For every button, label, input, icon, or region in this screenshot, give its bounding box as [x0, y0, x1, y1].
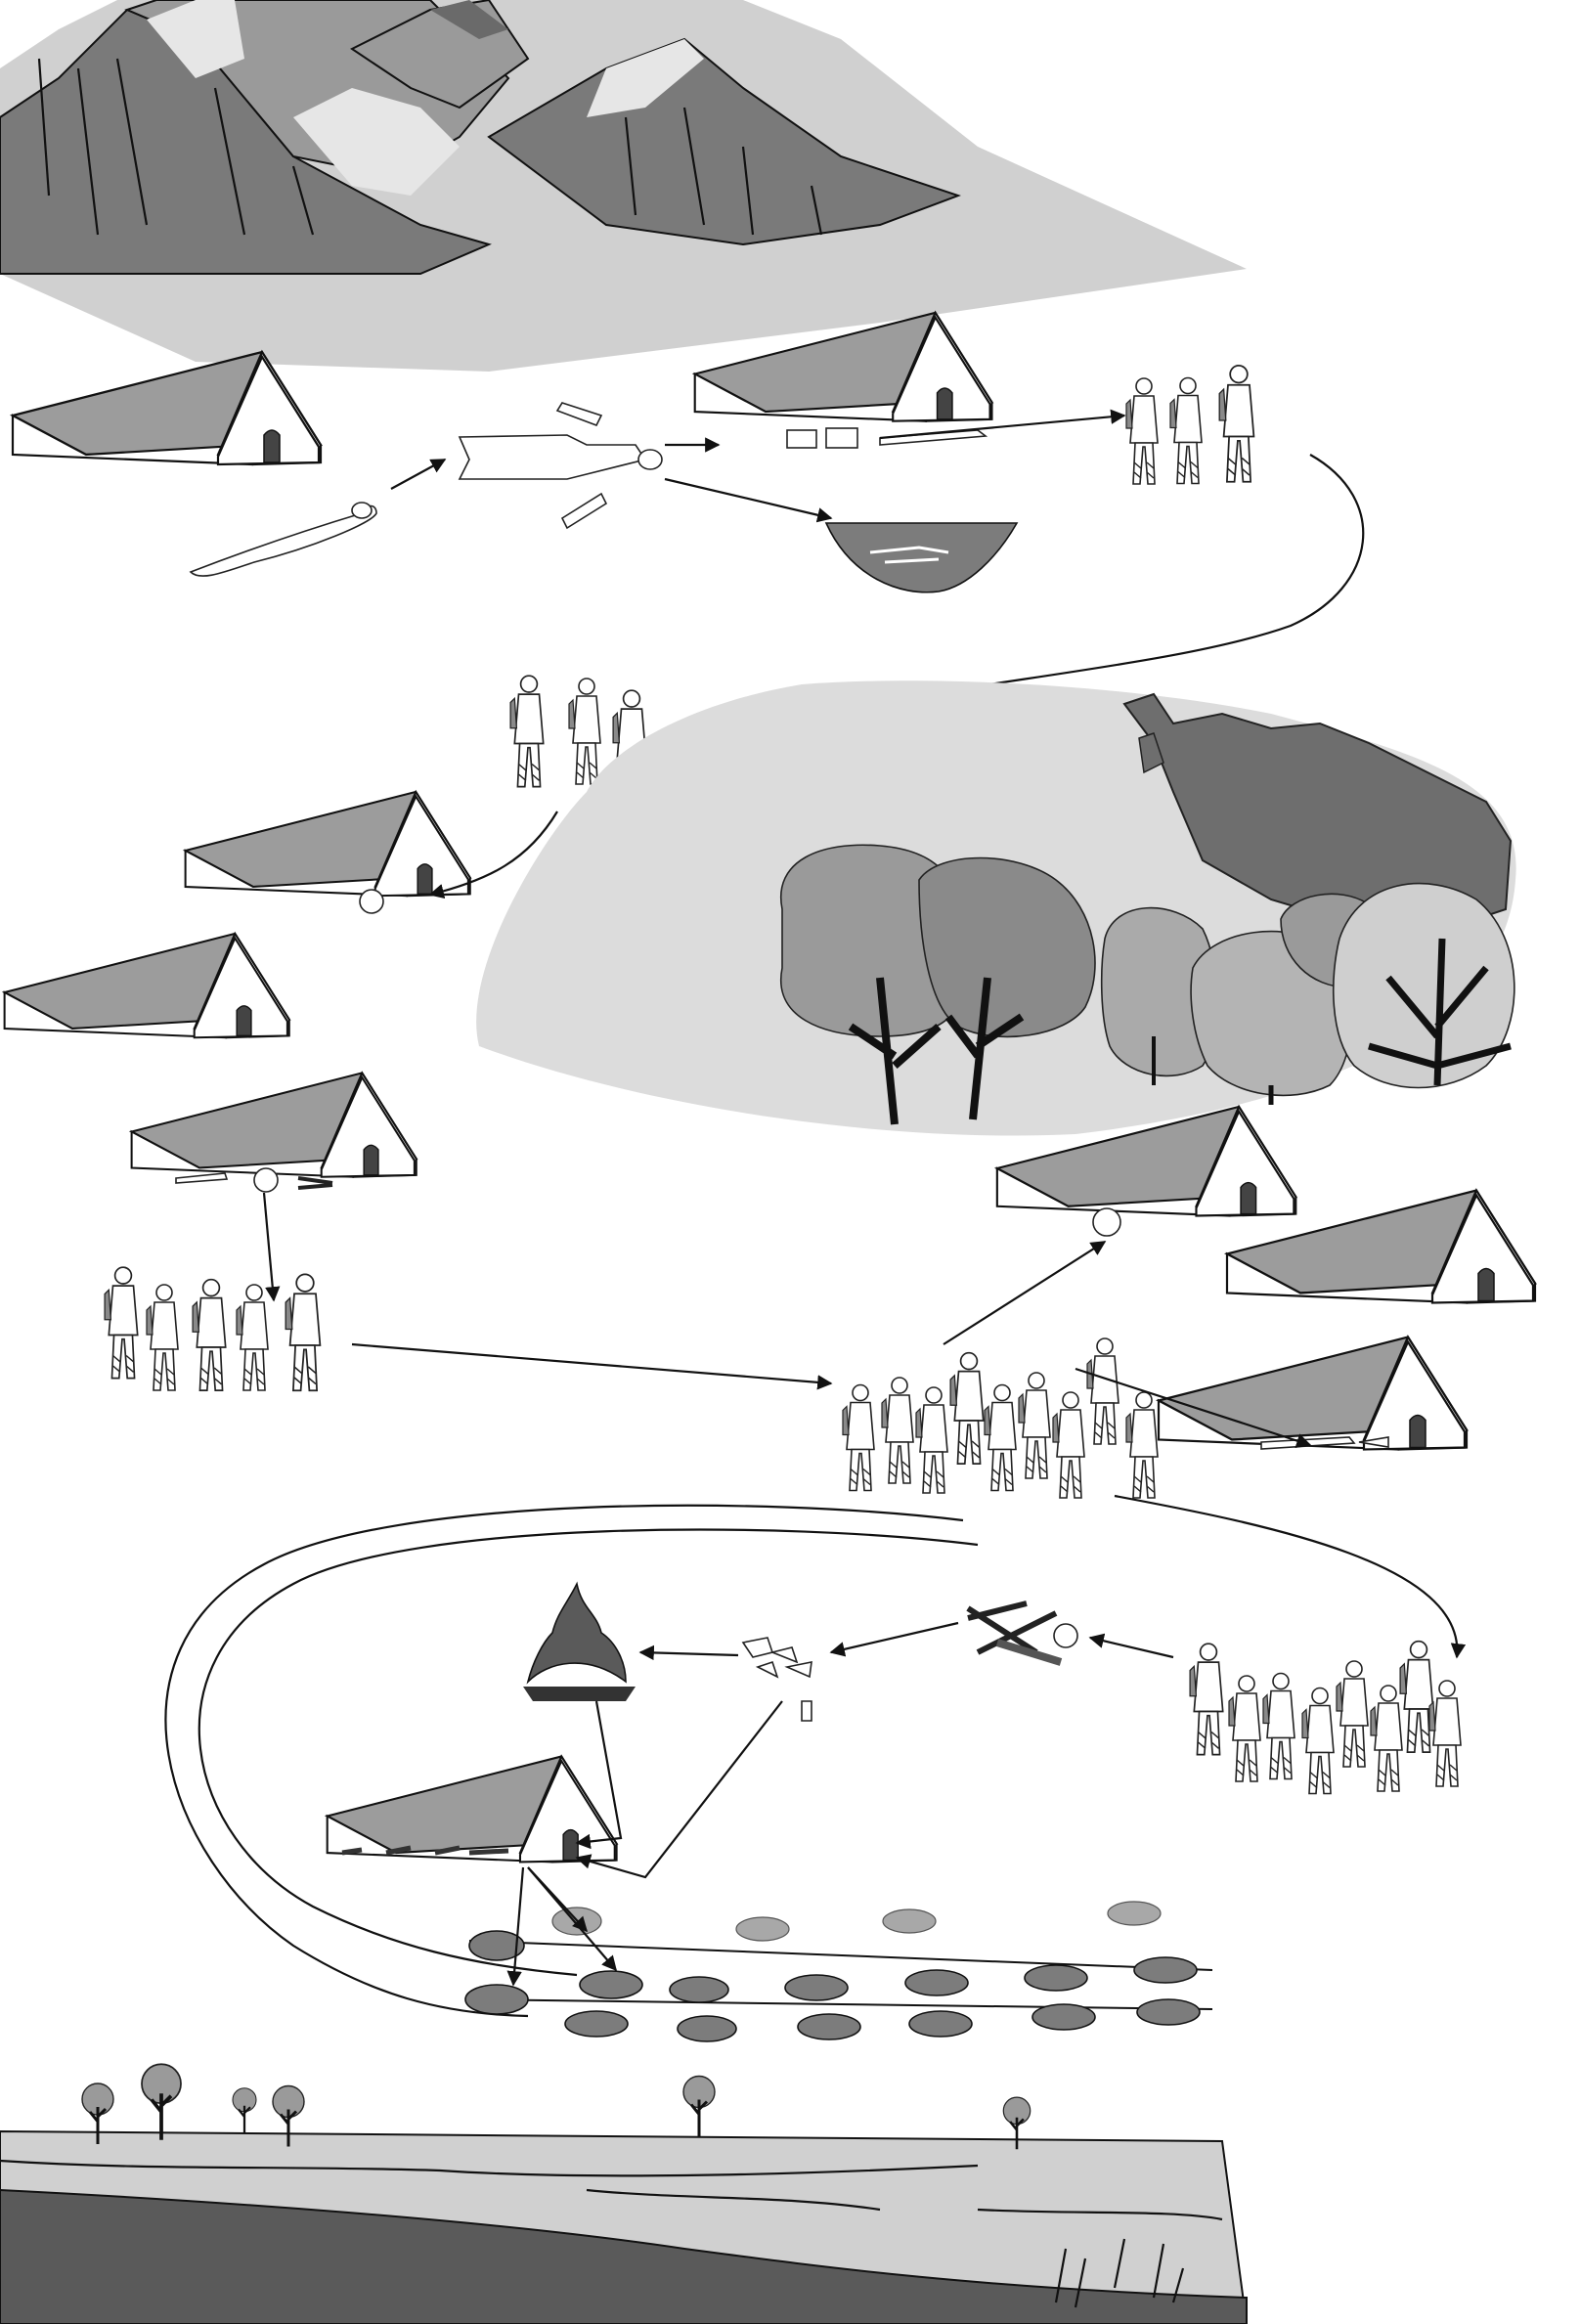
tree-icon: [779, 844, 964, 1125]
tree-icon: [1100, 906, 1218, 1085]
jaw-icon: [297, 1176, 333, 1190]
tree-icon: [142, 2064, 181, 2140]
arrow: [1075, 1367, 1312, 1449]
snow-cap: [587, 39, 704, 117]
arrow: [943, 1241, 1107, 1345]
skull-icon: [253, 1167, 279, 1193]
forest-icon: [1122, 692, 1513, 930]
arrow: [575, 1700, 783, 1879]
tree-icon: [231, 2086, 258, 2135]
bone-icon: [175, 1172, 229, 1184]
person-group-icon: [841, 1337, 1160, 1500]
snow-cap: [293, 88, 460, 196]
river-bank: [0, 2129, 1249, 2324]
arrow: [664, 477, 833, 523]
body-icon: [825, 427, 858, 449]
bone-fragments-icon: [741, 1637, 812, 1722]
pit-icon: [824, 522, 1019, 593]
person-group-icon: [1124, 364, 1255, 486]
pit-rows: [464, 1901, 1213, 2042]
cycle-path: [198, 1528, 979, 1977]
tree-icon: [1332, 882, 1515, 1089]
arrow: [1114, 1494, 1467, 1659]
person-group-icon: [1188, 1640, 1462, 1795]
longhouse-icon: [184, 790, 471, 898]
arrow: [390, 459, 447, 490]
longhouse-icon: [3, 932, 290, 1039]
skull-icon: [1053, 1623, 1078, 1648]
arrow: [575, 1700, 623, 1850]
arrow: [506, 1866, 525, 1987]
skull-icon: [1092, 1207, 1121, 1237]
arrow: [829, 1621, 959, 1657]
longhouse-icon: [130, 1072, 417, 1178]
fire-icon: [523, 1581, 636, 1701]
arrow: [1088, 1633, 1174, 1659]
arrow: [428, 811, 558, 899]
tree-icon: [918, 856, 1096, 1120]
snow-cap: [430, 0, 508, 39]
mountain-range: [0, 0, 1247, 372]
river-icon: [0, 2188, 1248, 2324]
arrow: [638, 1644, 739, 1661]
arrow: [351, 1342, 833, 1390]
skull-icon: [359, 889, 384, 914]
arrow: [527, 1866, 618, 1972]
person-group-icon: [103, 1265, 322, 1392]
longhouse-icon: [1157, 1336, 1469, 1451]
snow-cap: [147, 0, 244, 78]
bone-pile-icon: [966, 1600, 1078, 1666]
body-icon: [458, 402, 663, 530]
longhouse-icon: [326, 1755, 618, 1864]
tree-icon: [681, 2074, 717, 2139]
bone-icon: [1358, 1436, 1389, 1448]
bone-icon: [341, 1845, 509, 1856]
longhouse-icon: [11, 350, 323, 466]
body-icon: [189, 502, 377, 577]
arrow: [262, 1192, 281, 1302]
body-icon: [786, 429, 817, 449]
cycle-path: [164, 1504, 964, 2018]
arrow: [879, 409, 1126, 440]
